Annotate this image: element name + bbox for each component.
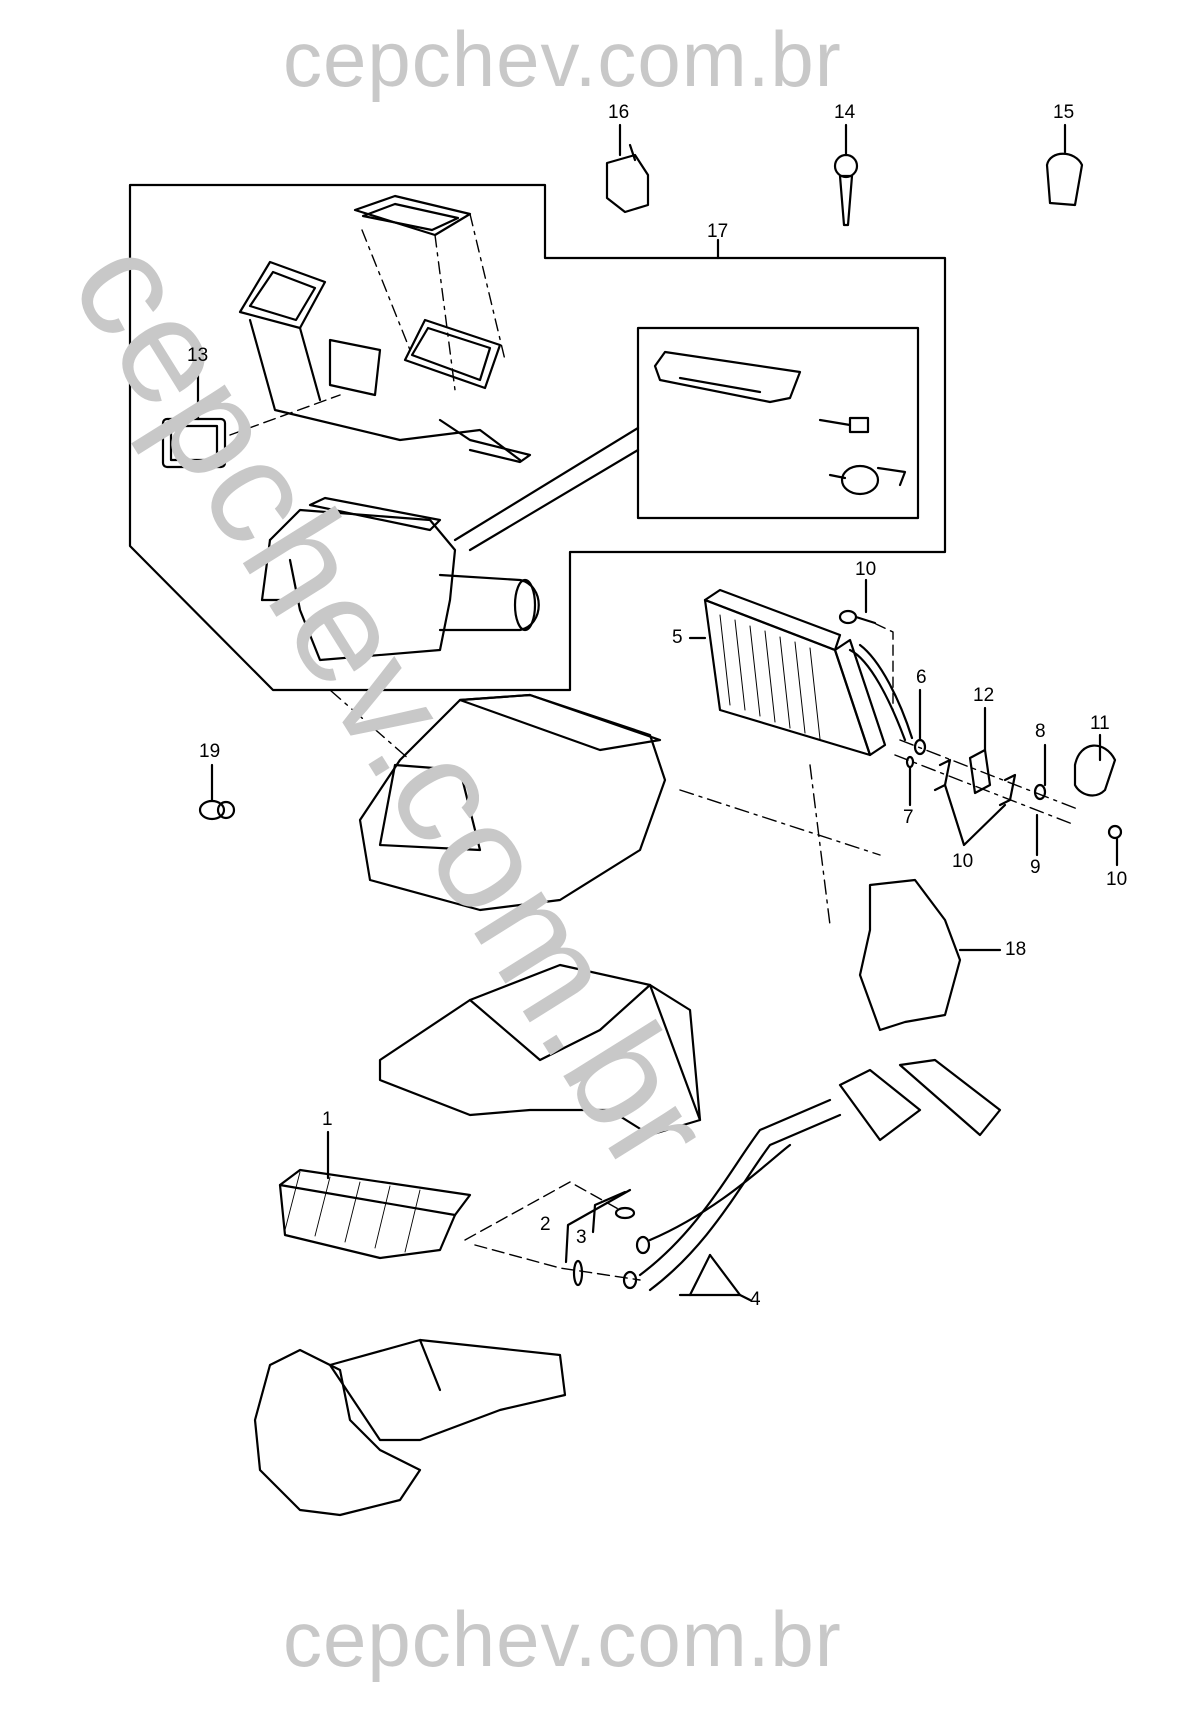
blower-housing-upper [238, 194, 532, 464]
inset-box [636, 326, 920, 520]
callout-10-middle: 10 [952, 851, 974, 872]
callout-14: 14 [834, 102, 856, 123]
callout-9: 9 [1030, 857, 1041, 878]
fitting-parts [894, 688, 1123, 867]
callout-12: 12 [973, 685, 995, 706]
watermark-bottom: cepchev.com.br [283, 1595, 842, 1683]
part-10-screw-top [838, 578, 894, 711]
part-4-heater-pipes [564, 1058, 1002, 1302]
callout-2: 2 [540, 1214, 551, 1235]
part-16-sensor [605, 123, 650, 214]
callout-4: 4 [750, 1289, 761, 1310]
callout-17: 17 [707, 221, 729, 242]
part-5-evaporator [688, 588, 914, 926]
callout-3: 3 [576, 1227, 587, 1248]
callout-19: 19 [199, 741, 221, 762]
callout-10-right: 10 [1106, 869, 1128, 890]
blower-housing-lower [260, 496, 540, 662]
bottom-tray [253, 1338, 567, 1517]
inset-parts [653, 350, 907, 496]
part-1-pollen-filter [278, 1130, 641, 1281]
callout-16: 16 [608, 102, 630, 123]
watermark-top: cepchev.com.br [283, 15, 842, 103]
lower-housing [378, 963, 702, 1137]
callout-13: 13 [187, 345, 209, 366]
part-13-resistor [161, 394, 341, 469]
part-15-clip [1045, 123, 1084, 207]
part-18-duct [858, 878, 1002, 1032]
callout-15: 15 [1053, 102, 1075, 123]
callout-8: 8 [1035, 721, 1046, 742]
group-17-outline [128, 183, 947, 692]
callout-7: 7 [903, 807, 914, 828]
callout-11: 11 [1090, 713, 1110, 734]
callout-5: 5 [672, 627, 683, 648]
part-14-screw [833, 123, 859, 227]
main-housing [329, 689, 881, 912]
callout-6: 6 [916, 667, 927, 688]
part-19-grommet [198, 763, 236, 821]
callout-18: 18 [1005, 939, 1027, 960]
callout-1: 1 [322, 1109, 333, 1130]
callout-10-top: 10 [855, 559, 877, 580]
